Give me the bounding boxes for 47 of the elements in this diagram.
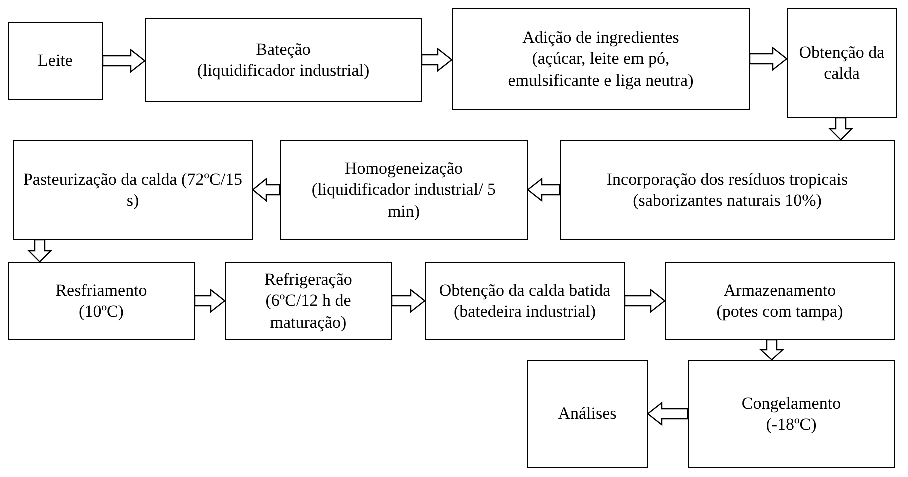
- step-text: Leite: [38, 50, 73, 72]
- process-box: [8, 22, 103, 100]
- process-box: [665, 262, 895, 340]
- process-box: [145, 18, 422, 102]
- block-arrow: [624, 288, 666, 314]
- step-text: Obtenção da calda: [798, 42, 886, 84]
- step-text: Homogeneização: [345, 158, 463, 180]
- process-box: [8, 262, 195, 340]
- step-text: (saborizantes naturais 10%): [633, 190, 822, 212]
- process-box: [787, 8, 897, 118]
- step-text: Bateção: [256, 38, 311, 60]
- block-arrow: [759, 339, 785, 361]
- process-box: [13, 140, 253, 240]
- process-box: [688, 360, 895, 468]
- block-arrow: [194, 288, 226, 314]
- step-text: Pasteurização da calda (72ºC/15 s): [22, 168, 244, 212]
- step-text: (10ºC): [79, 301, 124, 322]
- step-text: Incorporação dos resíduos tropicais: [606, 168, 848, 190]
- process-box: [225, 262, 392, 340]
- step-text: Resfriamento: [56, 280, 148, 301]
- block-arrow: [527, 178, 561, 202]
- block-arrow: [749, 46, 788, 72]
- step-text: (liquidificador industrial): [197, 60, 370, 82]
- process-box: [560, 140, 895, 240]
- block-arrow: [28, 239, 52, 263]
- step-text: (liquidificador industrial/ 5 min): [310, 179, 498, 222]
- process-box: [425, 262, 625, 340]
- step-text: Obtenção da calda batida: [439, 280, 611, 301]
- step-text: Congelamento: [742, 392, 842, 414]
- step-text: (-18ºC): [766, 414, 817, 436]
- process-box: [452, 8, 750, 110]
- step-text: Armazenamento: [724, 280, 836, 301]
- step-text: Refrigeração: [264, 269, 352, 290]
- step-text: (açúcar, leite em pó, emulsificante e liga neutra): [507, 48, 695, 91]
- step-text: Adição de ingredientes: [522, 27, 680, 48]
- block-arrow: [647, 402, 689, 426]
- block-arrow: [252, 178, 281, 202]
- process-box: [527, 360, 648, 468]
- step-text: (potes com tampa): [716, 301, 844, 322]
- block-arrow: [421, 48, 453, 72]
- step-text: (batedeira industrial): [454, 301, 596, 322]
- block-arrow: [391, 288, 426, 314]
- step-text: Análises: [558, 403, 617, 425]
- process-box: [280, 140, 528, 240]
- block-arrow: [102, 48, 146, 74]
- step-text: (6ºC/12 h de maturação): [264, 290, 352, 333]
- block-arrow: [828, 117, 854, 141]
